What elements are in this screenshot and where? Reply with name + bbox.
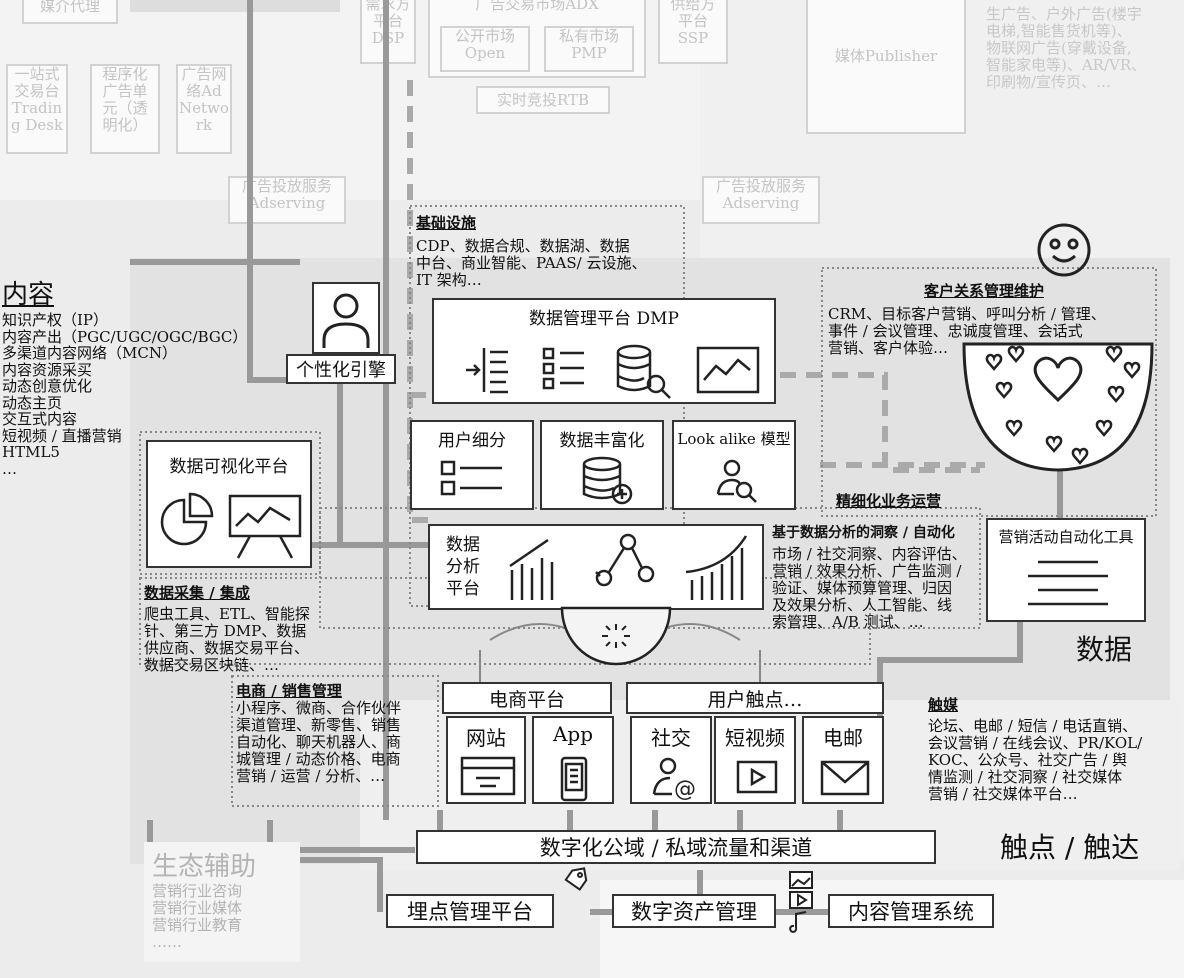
heart-bowl-icon bbox=[962, 342, 1154, 472]
website-channel: 网站 bbox=[446, 716, 526, 804]
automation-tool-box: 营销活动自动化工具 bbox=[986, 518, 1146, 622]
collection-title: 数据采集 / 集成 bbox=[144, 584, 250, 602]
app-channel: App bbox=[532, 716, 614, 804]
email-label: 电邮 bbox=[823, 726, 863, 750]
user-segmentation-box: 用户细分 bbox=[410, 420, 534, 510]
svg-text:@: @ bbox=[674, 777, 696, 800]
data-enrichment-box: 数据丰富化 bbox=[540, 420, 664, 510]
data-visualization-box: 数据可视化平台 bbox=[146, 440, 312, 568]
digital-asset-box: 数字资产管理 bbox=[612, 894, 776, 928]
user-search-icon bbox=[716, 459, 757, 503]
user-at-icon: @ bbox=[652, 757, 696, 800]
short-video-label: 短视频 bbox=[725, 726, 785, 750]
content-item: 知识产权（IP） bbox=[2, 311, 109, 329]
browser-icon bbox=[460, 756, 516, 796]
content-item: 动态创意优化 bbox=[2, 377, 93, 395]
person-icon bbox=[312, 282, 380, 354]
email-channel: 电邮 bbox=[802, 716, 884, 804]
ecosystem-box: 生态辅助 营销行业咨询 营销行业媒体 营销行业教育 …… bbox=[144, 842, 300, 962]
ecosystem-item: 营销行业媒体 bbox=[152, 899, 243, 917]
content-item: 多渠道内容网络（MCN） bbox=[2, 344, 177, 362]
personalization-engine-box: 个性化引擎 bbox=[286, 354, 396, 384]
smartphone-icon bbox=[560, 756, 588, 802]
traffic-channels-bar: 数字化公域 / 私域流量和渠道 bbox=[416, 830, 936, 864]
app-label: App bbox=[552, 722, 594, 746]
ecosystem-item: 营销行业咨询 bbox=[152, 882, 243, 900]
content-item: … bbox=[2, 459, 17, 478]
media-types-text: 生广告、户外广告(楼宇 电梯,智能售货机等)、 物联网广告(穿戴设备, 智能家电… bbox=[986, 5, 1147, 91]
tracking-platform-box: 埋点管理平台 bbox=[386, 894, 554, 928]
content-title: 内容 bbox=[2, 280, 55, 310]
ecommerce-platform-box: 电商平台 bbox=[442, 682, 612, 714]
content-item: 内容产出（PGC/UGC/OGC/BGC） bbox=[2, 327, 248, 346]
infra-title: 基础设施 bbox=[416, 214, 477, 232]
publisher-box: 媒体Publisher bbox=[806, 0, 966, 134]
commerce-title: 电商 / 销售管理 bbox=[236, 682, 342, 700]
content-item: 动态主页 bbox=[2, 393, 63, 412]
ad-network-box: 广告网 络Ad Netwo rk bbox=[176, 64, 232, 154]
content-item: 内容资源采买 bbox=[2, 360, 93, 379]
dmp-title: 数据管理平台 DMP bbox=[529, 309, 679, 329]
analytics-chart-icons bbox=[509, 533, 748, 600]
adx-title: 广告交易市场ADX bbox=[475, 0, 599, 13]
smiley-icon bbox=[1037, 223, 1091, 277]
data-section-label: 数据 bbox=[1076, 633, 1133, 666]
website-label: 网站 bbox=[466, 726, 506, 750]
media-desc: 论坛、电邮 / 短信 / 电话直销、 会议营销 / 在线会议、PR/KOL/ K… bbox=[928, 717, 1143, 803]
lookalike-box: Look alike 模型 bbox=[672, 420, 796, 510]
envelope-icon bbox=[820, 760, 870, 796]
rtb-box: 实时竞投RTB bbox=[476, 86, 610, 114]
trading-desk-box: 一站式 交易台 Tradin g Desk bbox=[6, 64, 68, 154]
media-title: 触媒 bbox=[928, 696, 959, 714]
media-agency-box: 媒介代理 bbox=[22, 0, 118, 24]
dmp-box: 数据管理平台 DMP bbox=[432, 298, 776, 404]
play-icon bbox=[736, 760, 778, 794]
ecosystem-item: 营销行业教育 bbox=[152, 916, 243, 934]
ecosystem-title: 生态辅助 bbox=[152, 852, 257, 882]
commerce-desc: 小程序、微商、合作伙伴 渠道管理、新零售、销售 自动化、聊天机器人、商 城管理 … bbox=[236, 699, 402, 785]
content-list: 知识产权（IP） 内容产出（PGC/UGC/OGC/BGC） 多渠道内容网络（M… bbox=[2, 311, 248, 478]
insight-desc: 市场 / 社交洞察、内容评估、 营销 / 效果分析、广告监测 / 验证、媒体预算… bbox=[772, 545, 967, 631]
dsp-box: 需求方 平台 DSP bbox=[360, 0, 416, 64]
align-center-icon bbox=[1028, 560, 1108, 606]
user-segmentation-label: 用户细分 bbox=[438, 431, 506, 451]
touchpoints-box: 用户触点… bbox=[626, 682, 884, 714]
data-visualization-label: 数据可视化平台 bbox=[169, 457, 289, 477]
crm-desc: CRM、目标客户营销、呼叫分析 / 管理、 事件 / 会议管理、忠诚度管理、会话… bbox=[828, 305, 1106, 357]
content-item: 交互式内容 bbox=[2, 410, 78, 428]
ssp-box: 供给方 平台 SSP bbox=[658, 0, 728, 64]
insight-title: 基于数据分析的洞察 / 自动化 bbox=[772, 525, 955, 541]
social-channel: 社交 @ bbox=[630, 716, 712, 804]
hub-burst-icon bbox=[560, 606, 672, 666]
cms-box: 内容管理系统 bbox=[828, 894, 994, 928]
operations-title: 精细化业务运营 bbox=[836, 492, 942, 510]
short-video-channel: 短视频 bbox=[714, 716, 796, 804]
database-add-icon bbox=[582, 456, 633, 505]
tag-icon bbox=[564, 867, 588, 891]
touch-section-label: 触点 / 触达 bbox=[1000, 831, 1140, 864]
automation-tool-label: 营销活动自动化工具 bbox=[998, 528, 1134, 546]
dmp-icons bbox=[466, 344, 760, 399]
analytics-platform-box: 数据 分析 平台 bbox=[428, 524, 764, 610]
top-bar bbox=[130, 0, 340, 12]
pie-presentation-icon bbox=[160, 492, 302, 559]
pmp-box: 私有市场 PMP bbox=[544, 26, 634, 72]
collection-desc: 爬虫工具、ETL、智能探 针、第三方 DMP、数据 供应商、数据交易平台、 数据… bbox=[144, 605, 310, 674]
publisher-label: 媒体Publisher bbox=[834, 47, 938, 65]
adserving-right-box: 广告投放服务 Adserving bbox=[702, 176, 820, 224]
crm-title: 客户关系管理维护 bbox=[924, 282, 1045, 300]
lookalike-label: Look alike 模型 bbox=[677, 430, 791, 448]
open-market-box: 公开市场 Open bbox=[440, 26, 530, 72]
analytics-platform-label: 数据 分析 平台 bbox=[446, 535, 480, 599]
list-icon bbox=[440, 460, 502, 496]
social-label: 社交 bbox=[651, 726, 691, 750]
content-item: 短视频 / 直播营销 bbox=[2, 426, 122, 445]
data-enrichment-label: 数据丰富化 bbox=[559, 431, 645, 451]
adserving-left-box: 广告投放服务 Adserving bbox=[228, 176, 346, 224]
media-assets-icon bbox=[789, 871, 813, 933]
ecosystem-item: …… bbox=[152, 933, 182, 951]
programmatic-unit-box: 程序化 广告单 元（透 明化） bbox=[90, 64, 160, 154]
infra-desc: CDP、数据合规、数据湖、数据 中台、商业智能、PAAS/ 云设施、 IT 架构… bbox=[416, 237, 647, 289]
content-item: HTML5 bbox=[2, 443, 60, 461]
